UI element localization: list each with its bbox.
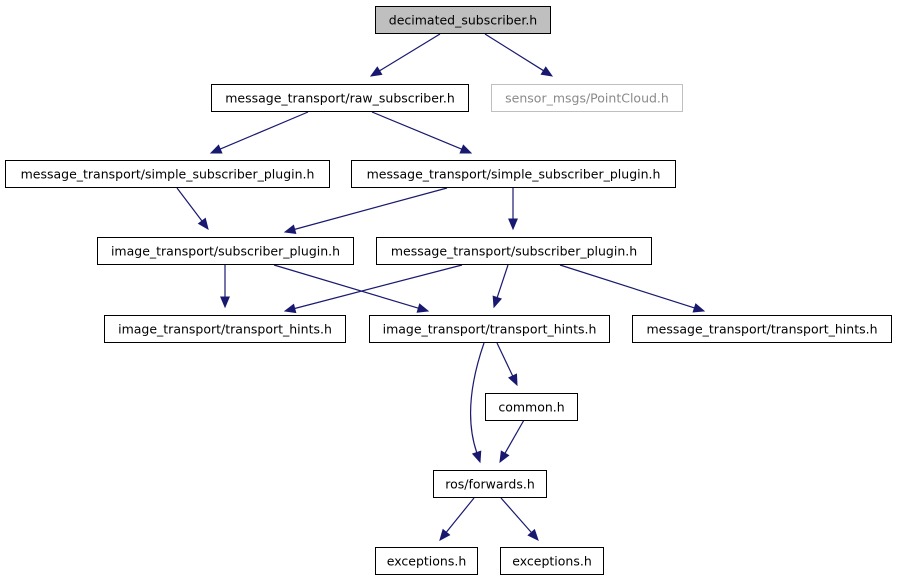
edge-mt_subscriber_plugin-to-it_hints_a <box>283 264 463 314</box>
node-label: message_transport/raw_subscriber.h <box>225 91 455 106</box>
arrowhead-icon <box>197 217 209 231</box>
edge-simple_plugin_a-to-it_subscriber_plugin <box>176 187 209 231</box>
node-label: ros/forwards.h <box>445 477 535 492</box>
edge-decimated_subscriber-to-raw_subscriber <box>369 33 441 77</box>
node-label: message_transport/subscriber_plugin.h <box>391 244 637 259</box>
node-mt-hints[interactable]: message_transport/transport_hints.h <box>632 315 892 343</box>
arrowhead-icon <box>492 295 503 309</box>
edge-raw_subscriber-to-simple_plugin_b <box>371 111 473 154</box>
node-label: exceptions.h <box>387 554 467 569</box>
edge-raw_subscriber-to-simple_plugin_a <box>209 111 309 154</box>
arrowhead-icon <box>499 450 510 464</box>
arrowhead-icon <box>692 303 706 313</box>
edge-line <box>559 264 695 309</box>
node-box[interactable] <box>211 84 469 112</box>
edge-mt_subscriber_plugin-to-mt_hints <box>559 264 706 313</box>
edge-common-to-ros_forwards <box>499 419 525 464</box>
node-label: decimated_subscriber.h <box>389 13 537 28</box>
edge-line <box>294 187 448 230</box>
arrowhead-icon <box>220 296 230 309</box>
edge-line <box>294 264 463 310</box>
edge-line <box>484 33 544 72</box>
node-box[interactable] <box>375 6 551 34</box>
edge-ros_forwards-to-exceptions_a <box>439 497 475 542</box>
edge-line <box>273 264 419 309</box>
arrowhead-icon <box>508 373 518 387</box>
edge-simple_plugin_b-to-it_subscriber_plugin <box>283 187 448 235</box>
edge-ros_forwards-to-exceptions_b <box>500 497 539 541</box>
arrowhead-icon <box>508 218 518 231</box>
node-box[interactable] <box>376 237 652 265</box>
arrowhead-icon <box>209 144 223 154</box>
edge-line <box>496 342 514 377</box>
node-decimated-subscriber[interactable]: decimated_subscriber.h <box>375 6 551 34</box>
node-box[interactable] <box>500 547 604 575</box>
node-box[interactable] <box>351 160 676 188</box>
edge-line <box>496 264 509 298</box>
edge-mt_subscriber_plugin-to-it_hints_b <box>492 264 509 309</box>
node-box[interactable] <box>433 470 547 498</box>
edge-simple_plugin_b-to-mt_subscriber_plugin <box>508 188 518 231</box>
edge-it_subscriber_plugin-to-it_hints_a <box>220 265 230 309</box>
edge-line <box>379 33 441 72</box>
node-ros-forwards[interactable]: ros/forwards.h <box>433 470 547 498</box>
arrowhead-icon <box>416 303 430 313</box>
arrowhead-icon <box>527 528 539 541</box>
edge-line <box>445 497 475 533</box>
node-pointcloud[interactable]: sensor_msgs/PointCloud.h <box>491 84 683 112</box>
arrowhead-icon <box>540 66 554 77</box>
edge-line <box>500 497 532 533</box>
node-exceptions-b[interactable]: exceptions.h <box>500 547 604 575</box>
node-box[interactable] <box>104 315 346 343</box>
node-it-hints-b[interactable]: image_transport/transport_hints.h <box>369 315 610 343</box>
edge-it_hints_b-to-common <box>496 342 518 387</box>
edge-line <box>371 111 462 150</box>
node-common[interactable]: common.h <box>485 393 578 421</box>
arrowhead-icon <box>459 144 473 154</box>
edge-it_hints_b-to-ros_forwards <box>470 342 485 464</box>
nodes-layer: decimated_subscriber.h message_transport/… <box>5 6 892 575</box>
node-label: common.h <box>498 400 564 415</box>
node-box[interactable] <box>491 84 683 112</box>
arrowhead-icon <box>369 66 383 77</box>
node-mt-subscriber-plugin[interactable]: message_transport/subscriber_plugin.h <box>376 237 652 265</box>
arrowhead-icon <box>283 303 297 314</box>
node-it-subscriber-plugin[interactable]: image_transport/subscriber_plugin.h <box>97 237 354 265</box>
node-box[interactable] <box>632 315 892 343</box>
node-label: message_transport/transport_hints.h <box>646 322 877 337</box>
node-box[interactable] <box>97 237 354 265</box>
node-label: image_transport/subscriber_plugin.h <box>111 244 340 259</box>
node-label: sensor_msgs/PointCloud.h <box>505 91 669 106</box>
edges-layer <box>176 33 706 542</box>
arrowhead-icon <box>283 224 297 235</box>
node-label: image_transport/transport_hints.h <box>118 322 332 337</box>
node-simple-plugin-a[interactable]: message_transport/simple_subscriber_plug… <box>5 160 330 188</box>
node-box[interactable] <box>369 315 610 343</box>
node-label: exceptions.h <box>512 554 592 569</box>
edge-line <box>504 419 525 454</box>
node-it-hints-a[interactable]: image_transport/transport_hints.h <box>104 315 346 343</box>
edge-decimated_subscriber-to-pointcloud <box>484 33 554 77</box>
node-label: message_transport/simple_subscriber_plug… <box>367 167 661 182</box>
node-label: image_transport/transport_hints.h <box>383 322 597 337</box>
edge-line <box>176 187 203 222</box>
node-simple-plugin-b[interactable]: message_transport/simple_subscriber_plug… <box>351 160 676 188</box>
arrowhead-icon <box>439 528 451 542</box>
node-exceptions-a[interactable]: exceptions.h <box>375 547 478 575</box>
node-box[interactable] <box>485 393 578 421</box>
edge-it_subscriber_plugin-to-it_hints_b <box>273 264 430 313</box>
node-label: message_transport/simple_subscriber_plug… <box>21 167 315 182</box>
arrowhead-icon <box>471 450 482 464</box>
edge-line <box>470 342 485 453</box>
node-box[interactable] <box>5 160 330 188</box>
node-box[interactable] <box>375 547 478 575</box>
node-raw-subscriber[interactable]: message_transport/raw_subscriber.h <box>211 84 469 112</box>
edge-line <box>219 111 309 150</box>
